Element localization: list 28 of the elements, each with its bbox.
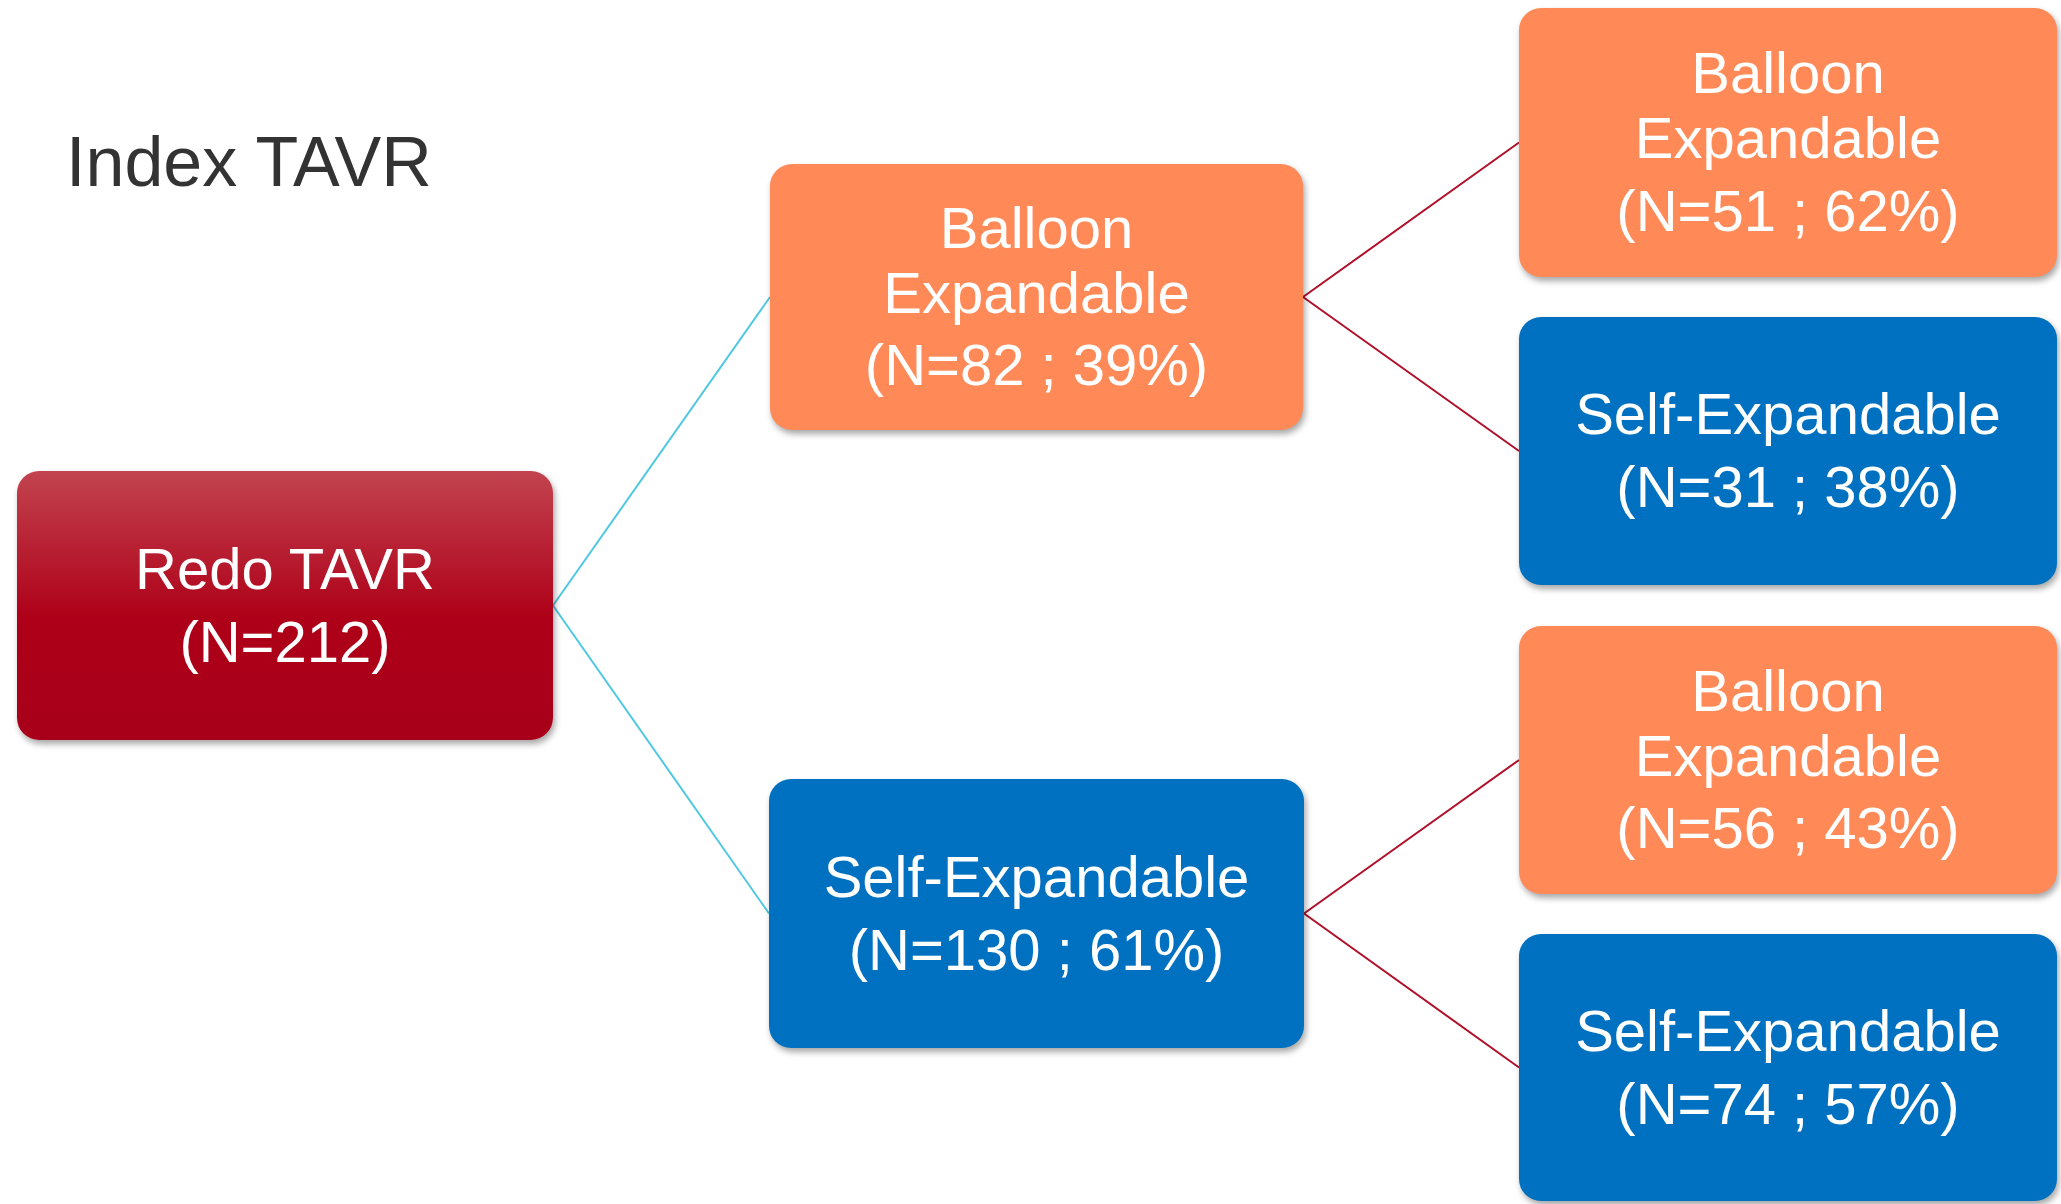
diagram-title: Index TAVR (66, 122, 432, 202)
category-box (769, 779, 1304, 1048)
count-label: (N=82 ; 39%) (864, 333, 1209, 399)
count-label: (N=51 ; 62%) (1616, 178, 1960, 244)
node-label: Balloon Expandable (882, 195, 1191, 326)
category-box (1519, 8, 2057, 277)
category-box (1519, 317, 2057, 585)
count-label: (N=74 ; 57%) (1616, 1071, 1960, 1137)
count-label: (N=212) (179, 609, 391, 675)
count-label: (N=31 ; 38%) (1616, 455, 1960, 520)
category-box (17, 471, 553, 740)
category-box (770, 164, 1303, 430)
category-box (1519, 934, 2057, 1201)
node-label: Self-Expandable (823, 844, 1250, 910)
count-label: (N=56 ; 43%) (1616, 796, 1960, 862)
connector-line (552, 604, 770, 915)
category-box (1519, 626, 2057, 894)
node-label: Balloon Expandable (1633, 658, 1943, 789)
connector-line (552, 296, 771, 607)
count-label: (N=130 ; 61%) (848, 917, 1225, 983)
node-label: Self-Expandable (1575, 382, 2001, 447)
node-label: Self-Expandable (1575, 998, 2001, 1064)
node-label: Redo TAVR (135, 536, 435, 602)
connector-line (1302, 141, 1520, 298)
connector-line (1303, 759, 1520, 915)
node-label: Balloon Expandable (1633, 41, 1943, 171)
connector-line (1303, 912, 1520, 1069)
connector-line (1302, 296, 1520, 452)
